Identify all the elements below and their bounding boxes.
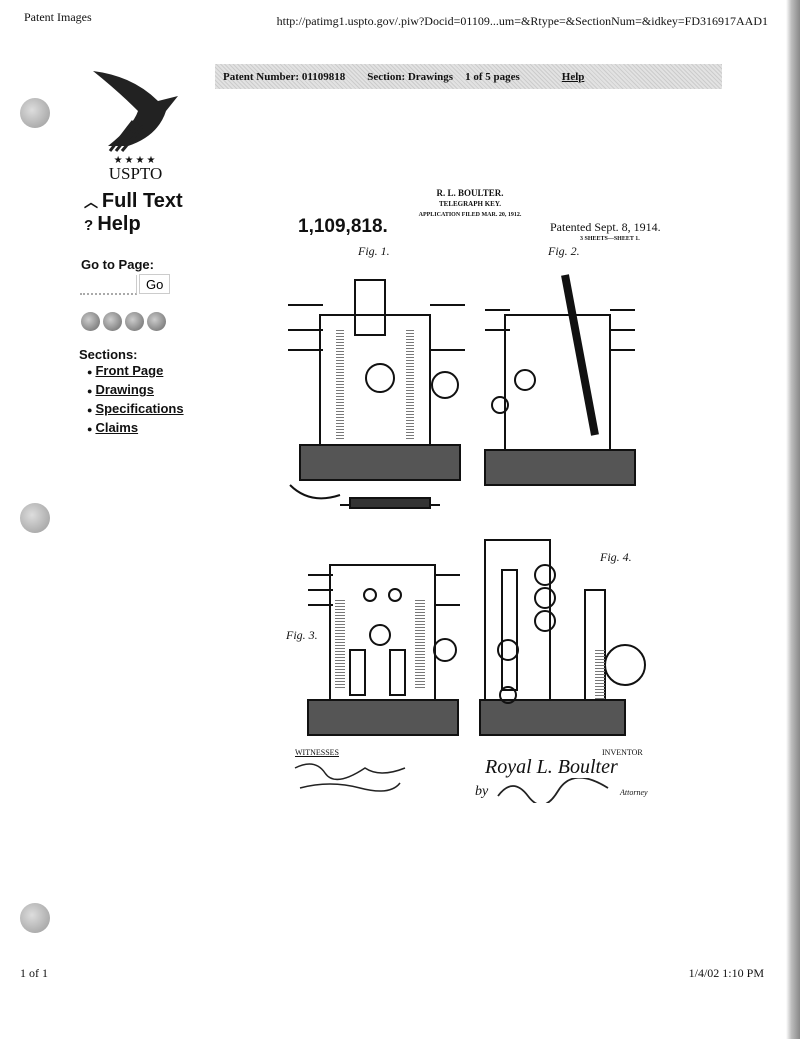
drawing-title: TELEGRAPH KEY. (439, 200, 501, 208)
up-chevron-icon: ︿ (84, 194, 102, 210)
page-count: 1 of 5 pages (465, 70, 520, 83)
by-label: by (475, 784, 489, 799)
last-page-button[interactable] (147, 312, 166, 331)
punch-hole (20, 503, 50, 533)
print-header-title: Patent Images (24, 10, 92, 24)
section-front-page[interactable]: Front Page (87, 362, 184, 381)
punch-hole (20, 98, 50, 128)
inventor-label: INVENTOR (602, 748, 643, 757)
fig1-label: Fig. 1. (358, 244, 390, 258)
page-number-input[interactable] (80, 275, 137, 295)
attorney-label: Attorney (620, 788, 648, 797)
print-footer-datetime: 1/4/02 1:10 PM (688, 966, 764, 980)
previous-page-button[interactable] (103, 312, 122, 331)
scan-edge (786, 0, 800, 1039)
fig3-label: Fig. 3. (286, 628, 318, 642)
sections-label: Sections: (79, 347, 138, 362)
print-header-url: http://patimg1.uspto.gov/.piw?Docid=0110… (276, 14, 768, 28)
punch-hole (20, 903, 50, 933)
patent-number: Patent Number: 01109818 (223, 70, 346, 83)
uspto-logo[interactable]: ★★★★ USPTO (88, 66, 183, 183)
fig2-label: Fig. 2. (548, 244, 580, 258)
patent-info-bar: Patent Number: 01109818 Section: Drawing… (215, 64, 722, 89)
print-footer-page: 1 of 1 (20, 966, 48, 980)
help-link[interactable]: ? Help (84, 213, 141, 235)
eagle-icon (93, 71, 178, 152)
drawing-inventor: R. L. BOULTER. (436, 188, 504, 198)
section-name: Section: Drawings (367, 70, 454, 83)
first-page-button[interactable] (81, 312, 100, 331)
drawing-patented-date: Patented Sept. 8, 1914. (550, 220, 661, 234)
logo-text: USPTO (108, 164, 163, 183)
full-text-link[interactable]: ︿ Full Text (84, 190, 183, 212)
help-bar-link[interactable]: Help (561, 70, 585, 83)
witness-signatures (294, 763, 406, 792)
drawing-filed: APPLICATION FILED MAR. 20, 1912. (418, 212, 522, 218)
telegraph-key-figures (288, 274, 646, 736)
goto-label: Go to Page: (81, 257, 154, 272)
inventor-signature: Royal L. Boulter (485, 756, 618, 778)
section-drawings[interactable]: Drawings (87, 381, 184, 400)
next-page-button[interactable] (125, 312, 144, 331)
question-icon: ? (84, 217, 98, 234)
section-specifications[interactable]: Specifications (87, 400, 183, 419)
attorney-signature (497, 778, 609, 803)
go-button[interactable]: Go (139, 274, 171, 294)
witnesses-label: WITNESSES (295, 748, 339, 757)
drawing-sheets: 3 SHEETS—SHEET 1. (580, 236, 640, 242)
fig4-label: Fig. 4. (600, 550, 632, 564)
section-claims[interactable]: Claims (87, 419, 184, 438)
patent-drawing-sheet: R. L. BOULTER. TELEGRAPH KEY. APPLICATIO… (280, 180, 670, 860)
drawing-patent-number: 1,109,818. (298, 216, 388, 237)
